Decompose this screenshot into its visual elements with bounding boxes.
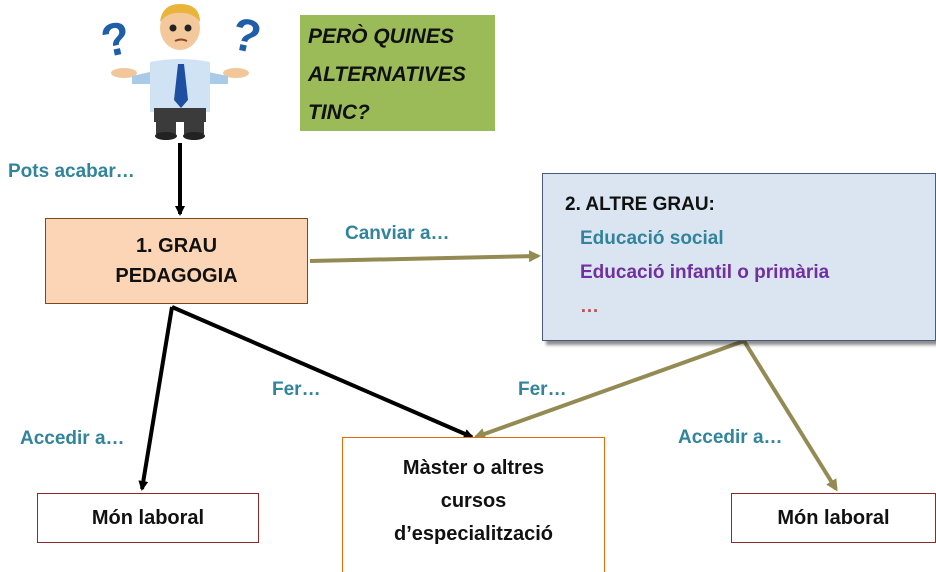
arrow-grau1-to-grau2 [309, 250, 541, 263]
arrow-grau1-to-master [171, 305, 474, 439]
master-line-2: cursos [440, 490, 507, 512]
label-accedir-right: Accedir a… [678, 427, 783, 448]
question-line-2: ALTERNATIVES [308, 63, 466, 86]
question-box: PERÒ QUINES ALTERNATIVES TINC? [300, 15, 495, 131]
label-canviar-a: Canviar a… [345, 223, 450, 244]
label-fer-right: Fer… [518, 379, 567, 400]
label-pots-acabar: Pots acabar… [8, 161, 135, 182]
arrow-grau2-to-master [473, 339, 745, 440]
grau1-line-1: 1. GRAU [135, 235, 218, 257]
grau-pedagogia-box: 1. GRAU PEDAGOGIA [45, 218, 308, 304]
label-accedir-left: Accedir a… [20, 428, 125, 449]
arrow-grau1-to-mon-left [138, 306, 174, 491]
question-line-1: PERÒ QUINES [308, 25, 454, 48]
altre-grau-item-ellipsis: … [580, 296, 599, 317]
question-line-3: TINC? [308, 101, 370, 124]
altre-grau-box: 2. ALTRE GRAU: Educació social Educació … [542, 173, 936, 341]
altre-grau-title: 2. ALTRE GRAU: [565, 194, 715, 215]
altre-grau-item-educacio-social: Educació social [580, 228, 724, 249]
altre-grau-item-educacio-infantil: Educació infantil o primària [580, 262, 830, 283]
label-fer-left: Fer… [272, 379, 321, 400]
master-box: Màster o altres cursos d’especialització [342, 437, 605, 572]
master-line-1: Màster o altres [402, 457, 545, 479]
master-line-3: d’especialització [394, 523, 553, 545]
mon-laboral-right-box: Món laboral [731, 493, 936, 543]
mon-laboral-left-box: Món laboral [37, 493, 259, 543]
grau1-line-2: PEDAGOGIA [115, 265, 238, 287]
arrow-grau2-to-mon-right [742, 339, 838, 492]
